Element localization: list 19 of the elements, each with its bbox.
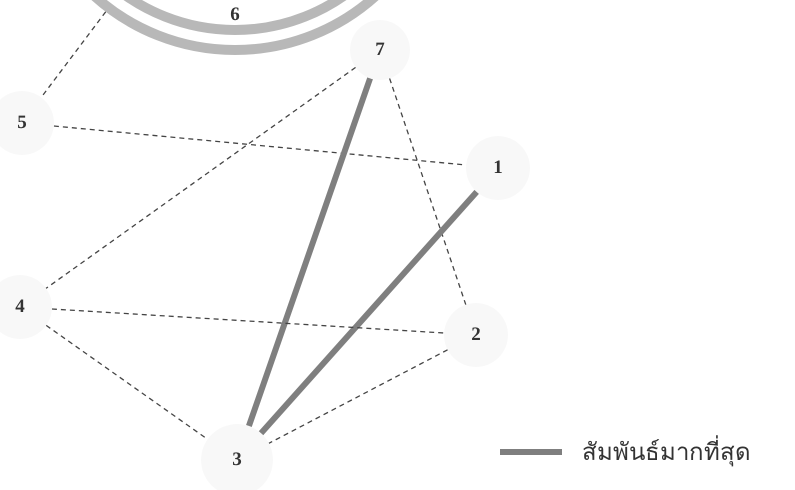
- node-number: 6: [230, 5, 240, 24]
- strong-link-line: [258, 190, 479, 436]
- link-line: [388, 78, 466, 305]
- node-number: 7: [375, 40, 385, 59]
- link-line: [52, 308, 444, 334]
- node-number: 3: [232, 450, 242, 469]
- strong-link-line: [246, 77, 373, 427]
- link-line: [40, 11, 106, 98]
- node-number: 1: [493, 158, 503, 177]
- node-number: 4: [15, 297, 25, 316]
- node-circle: [0, 275, 52, 339]
- node-circle: [201, 424, 273, 490]
- link-line: [268, 349, 448, 444]
- node-circle: [0, 91, 54, 155]
- node-number: 5: [17, 113, 27, 132]
- link-line: [46, 324, 208, 440]
- legend-label: สัมพันธ์มากที่สุด: [582, 432, 751, 471]
- link-line: [46, 66, 356, 289]
- node-number: 2: [471, 325, 481, 344]
